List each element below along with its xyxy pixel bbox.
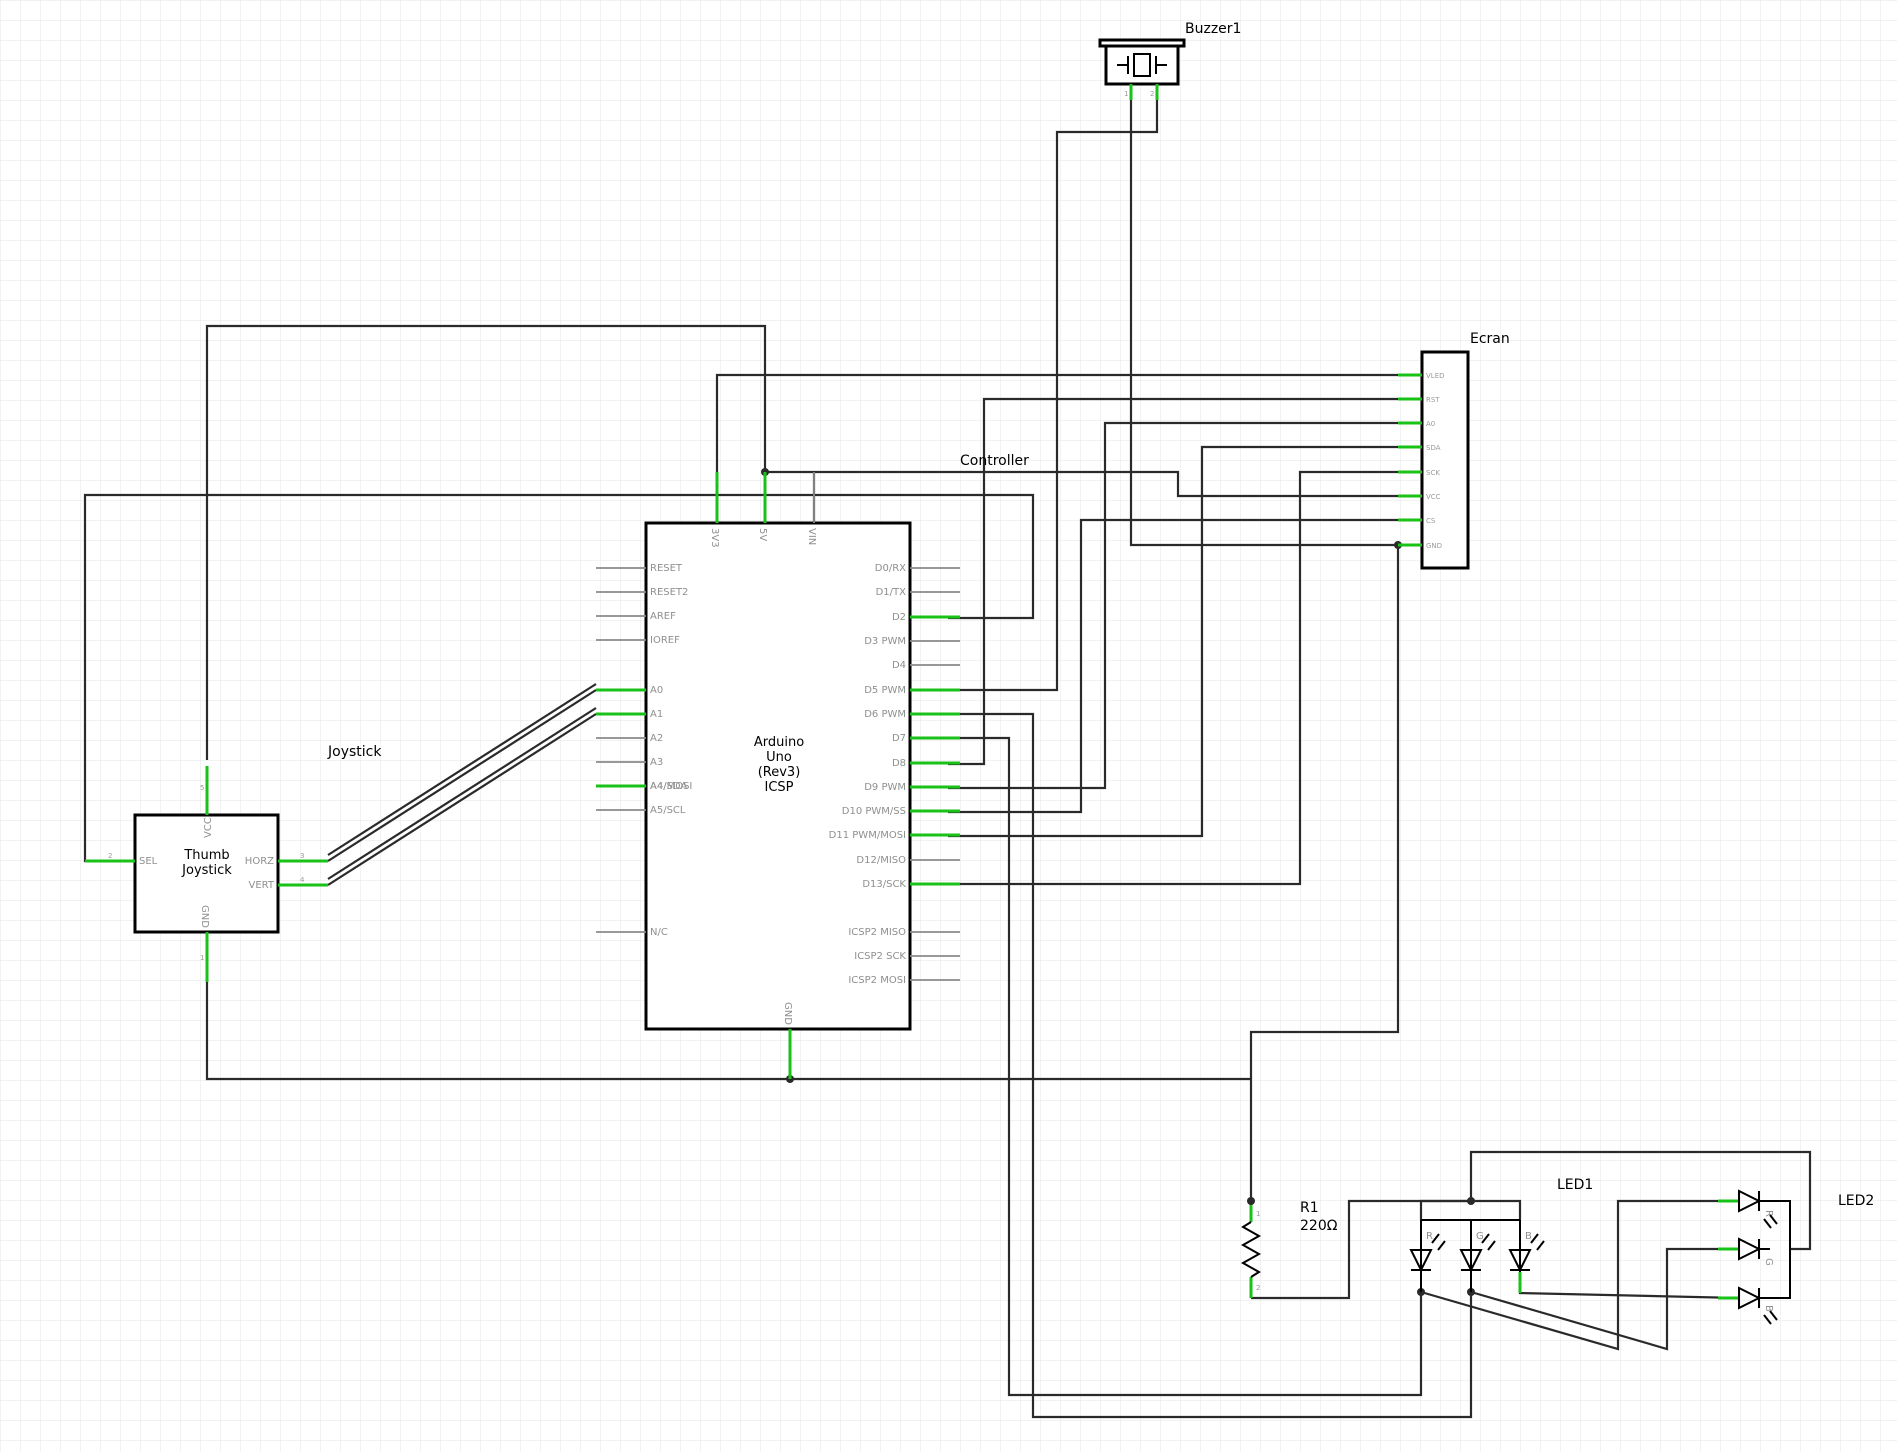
- ecran-pin-sda: SDA: [1426, 444, 1441, 452]
- controller-body-line-4: ICSP: [764, 780, 793, 795]
- ecran[interactable]: Ecran VLED RST A0 SDA SCK VCC CS GND: [1398, 331, 1510, 570]
- pin-a3: A3: [650, 757, 663, 768]
- ecran-pin-cs: CS: [1426, 517, 1436, 525]
- pin-ioref: IOREF: [650, 635, 680, 646]
- led1-label: LED1: [1557, 1177, 1593, 1193]
- joystick-pinnum-gnd: 1: [200, 954, 204, 962]
- ecran-pin-vled: VLED: [1426, 372, 1445, 380]
- led1-diode-b: B: [1508, 1231, 1545, 1273]
- wires: [83, 100, 1812, 1419]
- led1-channel-b: B: [1525, 1231, 1532, 1242]
- pin-d7: D7: [892, 733, 906, 744]
- resistor-pin-2: 2: [1256, 1284, 1260, 1292]
- led1-channel-g: G: [1476, 1231, 1484, 1242]
- ecran-pin-vcc: VCC: [1426, 493, 1441, 501]
- pin-a4-sda: A4/SDA: [650, 781, 687, 792]
- resistor-r1[interactable]: R1 220Ω 1 2: [1240, 1197, 1338, 1298]
- buzzer-pin-1: 1: [1124, 90, 1128, 98]
- buzzer-pin-2: 2: [1150, 90, 1154, 98]
- led2-diode-r: R: [1738, 1189, 1774, 1217]
- resistor-pin-1: 1: [1256, 1210, 1260, 1218]
- controller-label: Controller: [960, 453, 1029, 469]
- pin-d1: D1/TX: [876, 587, 907, 598]
- controller-body-line-1: Arduino: [754, 735, 804, 750]
- pin-icsp2-miso: ICSP2 MISO: [848, 927, 906, 938]
- controller-body-line-2: Uno: [766, 750, 792, 765]
- pin-d4: D4: [892, 660, 906, 671]
- joystick-label: Joystick: [327, 744, 382, 760]
- led2-channel-g: G: [1763, 1258, 1774, 1266]
- pin-d2: D2: [892, 612, 906, 623]
- ecran-pin-gnd: GND: [1426, 542, 1442, 550]
- led2-channel-b: B: [1763, 1305, 1774, 1312]
- pin-icsp2-sck: ICSP2 SCK: [854, 951, 906, 962]
- pin-icsp2-mosi: ICSP2 MOSI: [848, 975, 906, 986]
- resistor-value: 220Ω: [1300, 1218, 1338, 1234]
- pin-d12: D12/MISO: [856, 855, 906, 866]
- pin-a1: A1: [650, 709, 663, 720]
- joystick-pin-vcc: VCC: [203, 817, 214, 838]
- pin-reset2: RESET2: [650, 587, 688, 598]
- led2-label: LED2: [1838, 1193, 1874, 1209]
- joystick-pinnum-vcc: 5: [200, 784, 204, 792]
- pin-d9: D9 PWM: [864, 782, 906, 793]
- pin-gnd: GND: [782, 1002, 793, 1025]
- pin-a5-scl: A5/SCL: [650, 805, 686, 816]
- joystick-pinnum-vert: 4: [300, 876, 305, 884]
- pin-5v: 5V: [757, 528, 768, 541]
- led2-diode-g: G: [1738, 1237, 1774, 1266]
- led1-diode-g: G: [1459, 1231, 1496, 1292]
- joystick-pin-horz: HORZ: [245, 856, 274, 867]
- joystick-body-line-2: Joystick: [181, 863, 232, 878]
- joystick[interactable]: Joystick Thumb Joystick SEL HORZ VERT VC…: [85, 744, 382, 982]
- buzzer[interactable]: Buzzer1 1 2: [1098, 21, 1241, 100]
- joystick-pin-vert: VERT: [249, 880, 275, 891]
- pin-d13: D13/SCK: [862, 879, 906, 890]
- pin-3v3: 3V3: [709, 528, 720, 548]
- led1-diode-r: R: [1409, 1231, 1446, 1292]
- pin-aref: AREF: [650, 611, 676, 622]
- led2-channel-r: R: [1763, 1210, 1774, 1217]
- controller[interactable]: Controller Arduino Uno (Rev3) ICSP 3V3 5…: [596, 453, 1029, 1079]
- buzzer-label: Buzzer1: [1185, 21, 1241, 37]
- pin-a4-mosi: A4/MOSI: [650, 781, 692, 792]
- pin-d3: D3 PWM: [864, 636, 906, 647]
- led1-channel-r: R: [1426, 1231, 1433, 1242]
- led1[interactable]: LED1 R G B: [1409, 1177, 1593, 1293]
- ecran-pin-rst: RST: [1426, 396, 1440, 404]
- joystick-pinnum-horz: 3: [300, 852, 304, 860]
- pin-nc: N/C: [650, 927, 668, 938]
- led2-diode-b: B: [1738, 1286, 1774, 1312]
- pin-d10: D10 PWM/SS: [842, 806, 906, 817]
- pin-d6: D6 PWM: [864, 709, 906, 720]
- pin-a0: A0: [650, 685, 663, 696]
- pin-vin: VIN: [806, 528, 817, 545]
- ecran-label: Ecran: [1470, 331, 1510, 347]
- resistor-label: R1: [1300, 1200, 1319, 1216]
- joystick-pin-sel: SEL: [139, 856, 158, 867]
- pin-d0: D0/RX: [875, 563, 906, 574]
- joystick-pin-gnd: GND: [199, 905, 210, 928]
- pin-d11: D11 PWM/MOSI: [829, 830, 906, 841]
- pin-d8: D8: [892, 758, 906, 769]
- controller-body-line-3: (Rev3): [758, 765, 801, 780]
- ecran-pin-a0: A0: [1426, 420, 1435, 428]
- joystick-body-line-1: Thumb: [183, 848, 229, 863]
- pin-d5: D5 PWM: [864, 685, 906, 696]
- joystick-pinnum-sel: 2: [108, 852, 112, 860]
- pin-a2: A2: [650, 733, 663, 744]
- led2[interactable]: LED2 R G B: [1718, 1189, 1874, 1325]
- ecran-pin-sck: SCK: [1426, 469, 1440, 477]
- pin-reset: RESET: [650, 563, 683, 574]
